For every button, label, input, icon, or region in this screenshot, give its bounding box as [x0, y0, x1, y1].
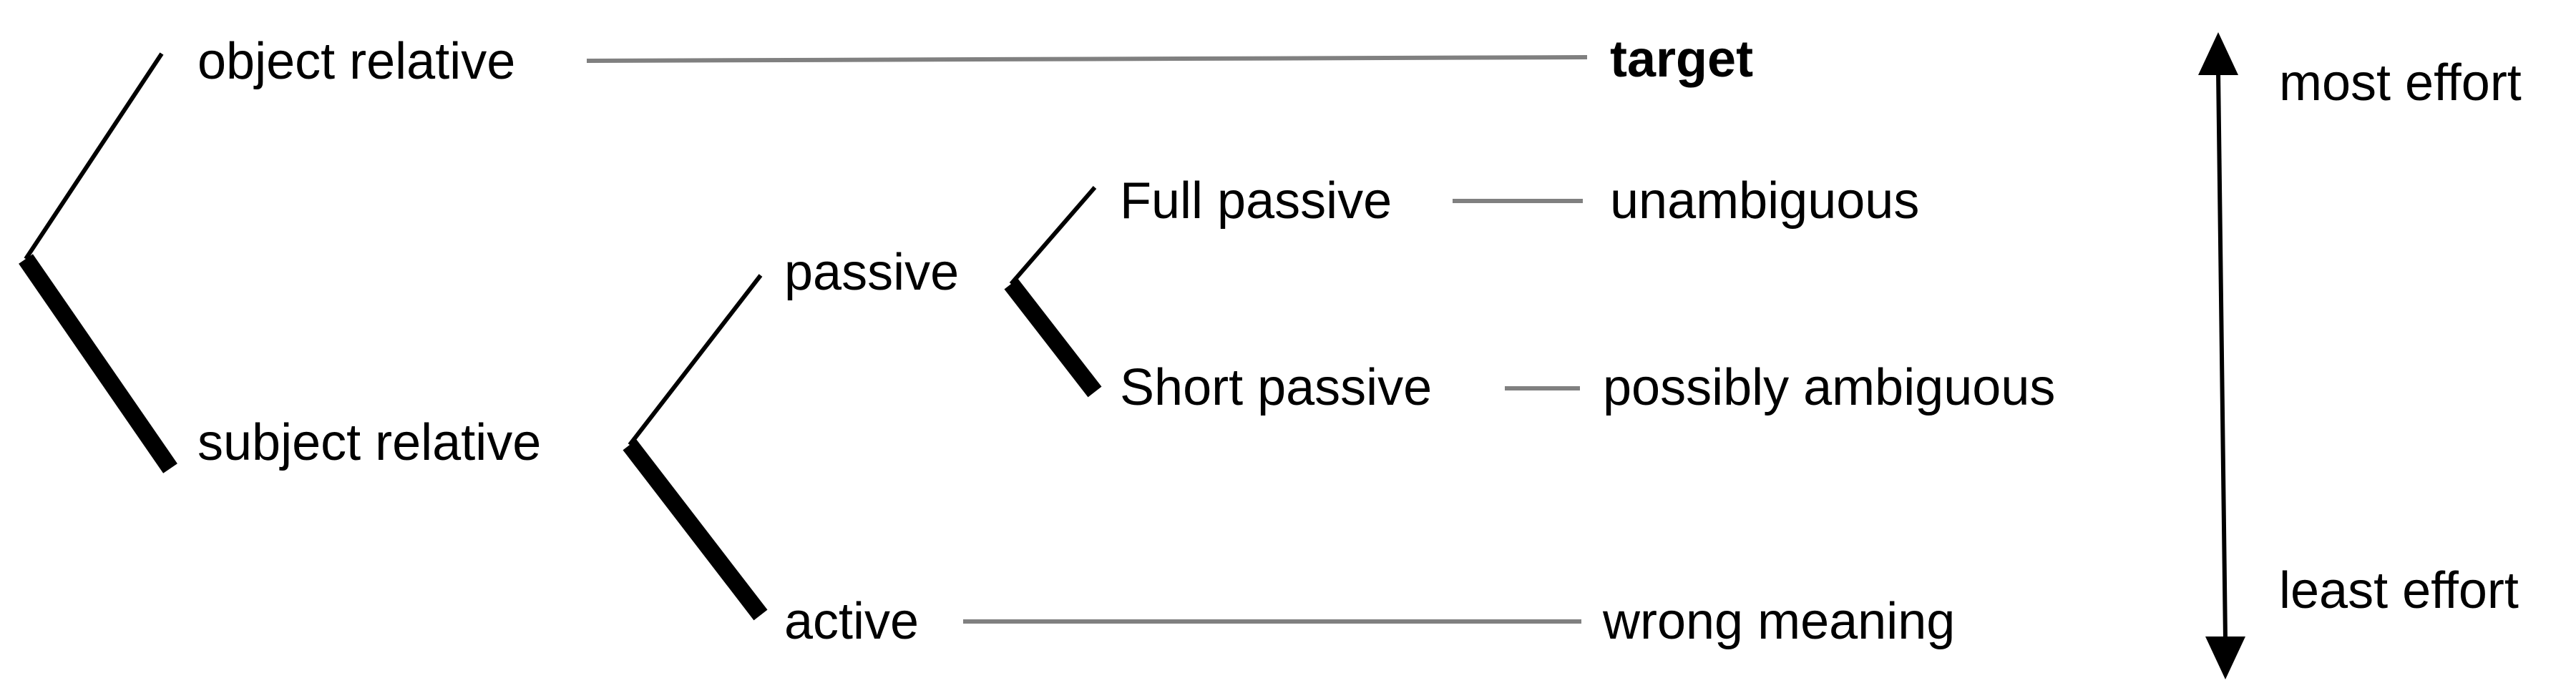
label-active: active	[784, 593, 919, 650]
branch-to-active	[623, 439, 768, 621]
label-full-passive: Full passive	[1120, 172, 1392, 230]
branch-to-object-relative	[24, 52, 164, 260]
branch-to-short-passive	[1004, 278, 1102, 398]
label-short-passive: Short passive	[1120, 359, 1432, 416]
outcome-unambiguous: unambiguous	[1610, 172, 1919, 230]
label-passive: passive	[784, 244, 959, 301]
label-object-relative: object relative	[197, 33, 515, 90]
outcome-target: target	[1610, 31, 1753, 88]
effort-label-most: most effort	[2279, 54, 2522, 112]
effort-arrow-down-head	[2205, 637, 2245, 679]
label-subject-relative: subject relative	[197, 414, 541, 471]
connector-object-relative-target	[586, 55, 1588, 63]
branch-to-passive	[628, 274, 763, 446]
branch-to-full-passive	[1009, 186, 1097, 285]
effort-arrow-shaft	[2216, 71, 2228, 641]
effort-label-least: least effort	[2279, 562, 2519, 619]
outcome-possibly-ambiguous: possibly ambiguous	[1603, 359, 2055, 416]
effort-arrow-up-head	[2198, 32, 2238, 75]
branch-to-subject-relative	[19, 254, 177, 473]
outcome-wrong-meaning: wrong meaning	[1602, 593, 1955, 650]
